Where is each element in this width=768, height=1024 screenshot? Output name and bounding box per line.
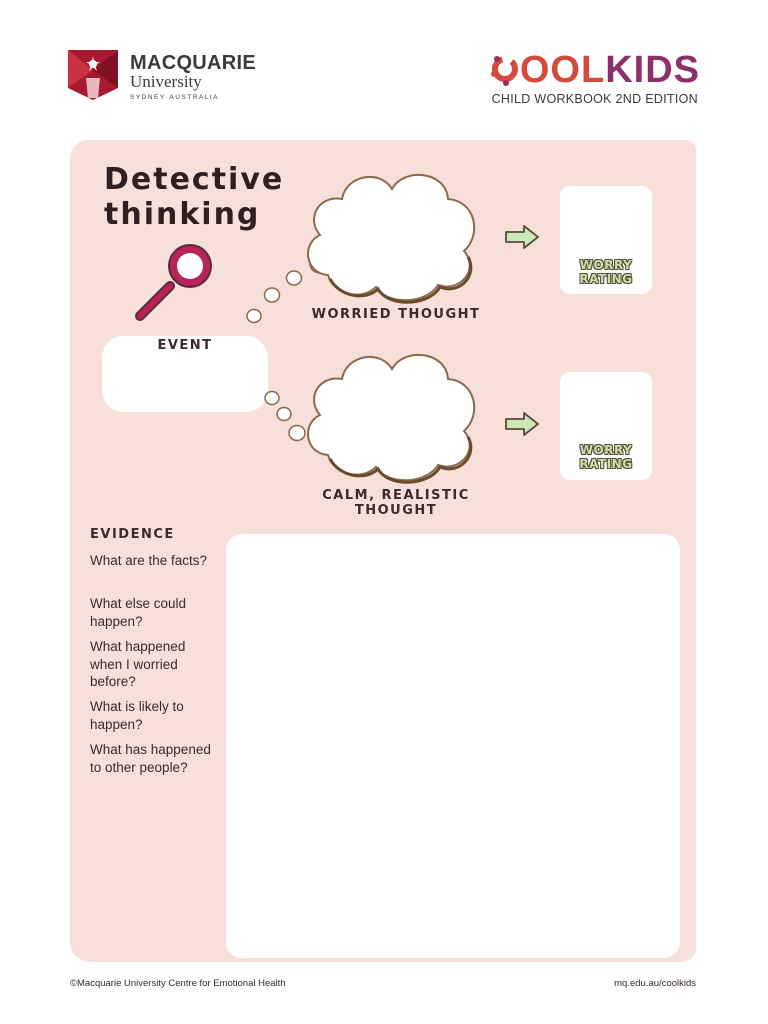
macquarie-university: University xyxy=(130,72,202,91)
coolkids-cool-text: OOL xyxy=(519,49,606,91)
worry-rating-box-2[interactable] xyxy=(560,372,652,480)
worry-rating-line-1: WORRY xyxy=(579,258,633,272)
magnifier-icon xyxy=(135,244,212,321)
macquarie-logo: MACQUARIE University SYDNEY·AUSTRALIA xyxy=(68,50,268,102)
footer-copyright: ©Macquarie University Centre for Emotion… xyxy=(70,978,286,989)
arrow-right-icon xyxy=(505,225,539,249)
coolkids-kids-text: KIDS xyxy=(605,49,700,91)
worry-rating-label-2: WORRY RATING xyxy=(560,443,652,471)
title-line-1: Detective xyxy=(104,162,285,197)
evidence-question: What has happened to other people? xyxy=(90,742,211,775)
evidence-answer-box[interactable] xyxy=(226,534,680,958)
footer-url[interactable]: mq.edu.au/coolkids xyxy=(614,978,696,989)
coolkids-title: OOLKIDS xyxy=(489,50,700,90)
coolkids-logo: OOLKIDS CHILD WORKBOOK 2ND EDITION xyxy=(450,50,700,110)
calm-thought-label-line-2: THOUGHT xyxy=(354,503,438,518)
event-label: EVENT xyxy=(157,338,213,353)
evidence-question: What else could happen? xyxy=(90,596,187,629)
evidence-question: What is likely to happen? xyxy=(90,699,184,732)
worksheet-title: Detective thinking xyxy=(104,162,284,232)
calm-thought-label-line-1: CALM, REALISTIC xyxy=(322,488,470,503)
macquarie-shield-icon xyxy=(68,50,118,100)
macquarie-location: SYDNEY·AUSTRALIA xyxy=(130,94,220,101)
worry-rating-box-1[interactable] xyxy=(560,186,652,294)
macquarie-name: MACQUARIE xyxy=(130,52,257,74)
evidence-title: EVIDENCE xyxy=(90,527,175,542)
worry-rating-label-1: WORRY RATING xyxy=(560,258,652,286)
event-box[interactable] xyxy=(102,336,268,412)
calm-thought-cloud[interactable] xyxy=(300,345,480,485)
coolkids-c-icon xyxy=(490,56,518,86)
worried-thought-label: WORRIED THOUGHT xyxy=(311,307,481,322)
evidence-question: What are the facts? xyxy=(90,553,208,568)
worried-thought-cloud[interactable] xyxy=(300,165,480,305)
worry-rating-line-2: RATING xyxy=(579,457,633,471)
worry-rating-line-2: RATING xyxy=(579,272,633,286)
title-line-2: thinking xyxy=(104,197,261,232)
evidence-question: What happened when I worried before? xyxy=(90,639,186,689)
calm-thought-label: CALM, REALISTIC THOUGHT xyxy=(300,488,492,518)
worry-rating-line-1: WORRY xyxy=(579,443,633,457)
arrow-right-icon xyxy=(505,412,539,436)
coolkids-subtitle: CHILD WORKBOOK 2ND EDITION xyxy=(491,92,698,106)
